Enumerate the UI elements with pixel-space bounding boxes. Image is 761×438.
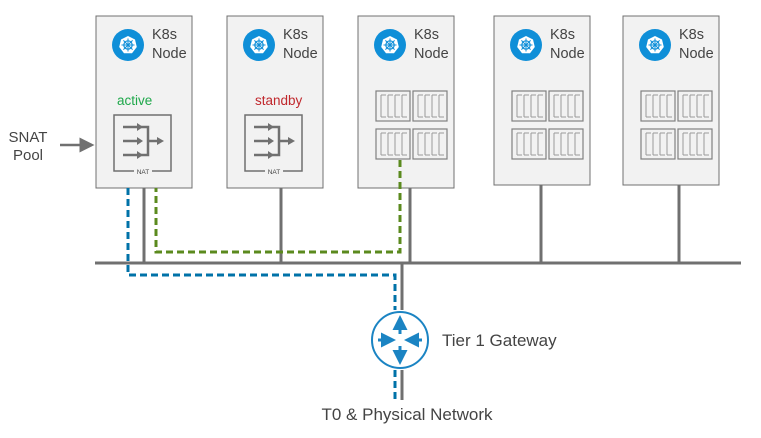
tier1-gateway-router-icon[interactable] bbox=[371, 311, 429, 369]
snat-pool-label-line1: SNAT bbox=[9, 129, 48, 146]
kubernetes-logo-icon bbox=[638, 28, 672, 62]
blue-traffic-path bbox=[126, 188, 397, 400]
node-label-line2: Node bbox=[283, 46, 318, 62]
container-pod-icon[interactable] bbox=[640, 90, 676, 122]
nat-icon bbox=[244, 114, 303, 172]
nat-status-label: standby bbox=[255, 93, 303, 108]
nat-icon bbox=[113, 114, 172, 172]
container-pod-icon[interactable] bbox=[548, 90, 584, 122]
node-label-line1: K8s bbox=[550, 27, 575, 43]
node-label-line1: K8s bbox=[679, 27, 704, 43]
container-pod-icon[interactable] bbox=[640, 128, 676, 160]
node-label-line2: Node bbox=[679, 46, 714, 62]
nat-label: NAT bbox=[137, 169, 150, 176]
container-pod-icon[interactable] bbox=[375, 90, 411, 122]
node-label-line1: K8s bbox=[152, 27, 177, 43]
container-pod-icon[interactable] bbox=[511, 128, 547, 160]
node-box bbox=[226, 15, 324, 189]
node-label-line2: Node bbox=[152, 46, 187, 62]
green-traffic-path bbox=[154, 160, 402, 254]
kubernetes-logo-icon bbox=[111, 28, 145, 62]
container-pod-icon[interactable] bbox=[677, 128, 713, 160]
nat-status-label: active bbox=[117, 93, 152, 108]
kubernetes-logo-icon bbox=[373, 28, 407, 62]
container-pod-icon[interactable] bbox=[548, 128, 584, 160]
kubernetes-logo-icon bbox=[509, 28, 543, 62]
node-label-line1: K8s bbox=[414, 27, 439, 43]
nat-label: NAT bbox=[268, 169, 281, 176]
node-label-line1: K8s bbox=[283, 27, 308, 43]
gateway-label: Tier 1 Gateway bbox=[442, 331, 557, 350]
container-pod-icon[interactable] bbox=[677, 90, 713, 122]
container-pod-icon[interactable] bbox=[412, 90, 448, 122]
container-pod-icon[interactable] bbox=[375, 128, 411, 160]
kubernetes-logo-icon bbox=[242, 28, 276, 62]
container-pod-icon[interactable] bbox=[511, 90, 547, 122]
network-label: T0 & Physical Network bbox=[322, 405, 493, 424]
snat-pool-label-line2: Pool bbox=[13, 147, 43, 164]
container-pod-icon[interactable] bbox=[412, 128, 448, 160]
node-label-line2: Node bbox=[550, 46, 585, 62]
node-label-line2: Node bbox=[414, 46, 449, 62]
node-box bbox=[95, 15, 193, 189]
